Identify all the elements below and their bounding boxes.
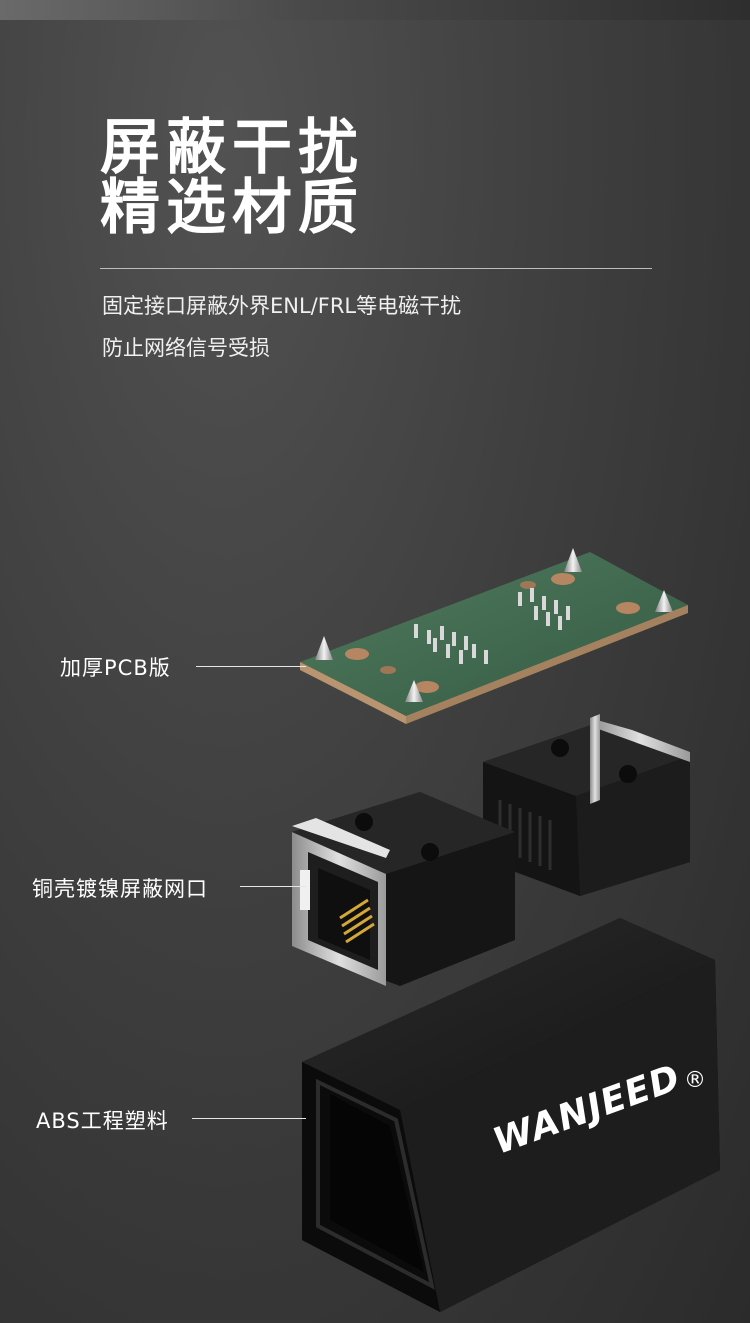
abs-shell — [302, 918, 720, 1312]
callout-shield-line — [240, 886, 306, 887]
registered-mark: ® — [684, 1068, 706, 1093]
description-line-2: 防止网络信号受损 — [102, 336, 270, 360]
divider — [100, 268, 652, 269]
headline-line-1: 屏蔽干扰 — [100, 113, 364, 183]
front-rj45-jack — [292, 792, 515, 986]
callout-pcb-label: 加厚PCB版 — [60, 656, 171, 680]
callout-shield-label: 铜壳镀镍屏蔽网口 — [32, 877, 208, 901]
headline: 屏蔽干扰 精选材质 — [100, 118, 364, 238]
callout-pcb-line — [196, 666, 306, 667]
headline-line-2: 精选材质 — [100, 173, 364, 243]
pcb-board — [300, 548, 688, 724]
callout-shell-line — [192, 1118, 306, 1119]
rear-rj45-jack — [483, 714, 690, 896]
callout-shell-label: ABS工程塑料 — [36, 1109, 169, 1133]
description-line-1: 固定接口屏蔽外界ENL/FRL等电磁干扰 — [102, 294, 462, 318]
